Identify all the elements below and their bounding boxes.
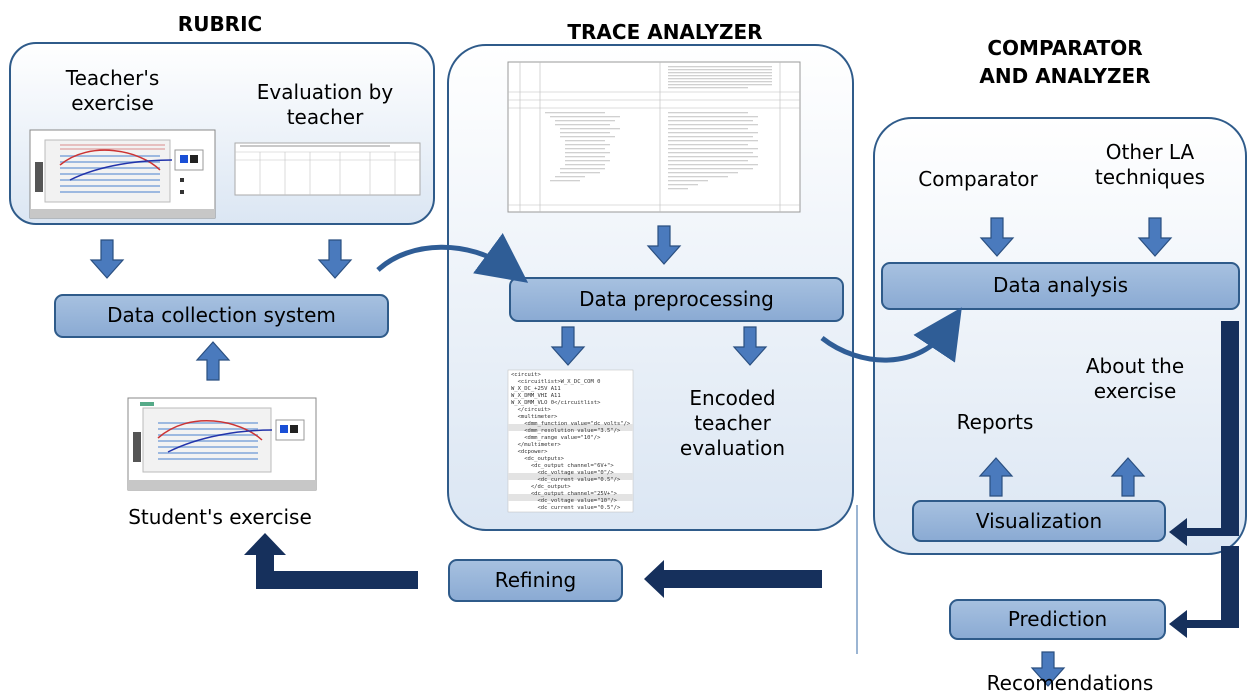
refining-label: Refining	[494, 568, 577, 592]
xml-line: <circuitlist>W_X_DC_COM 0	[511, 379, 601, 385]
data-collection-box	[54, 294, 389, 338]
prediction-label: Prediction	[1007, 607, 1108, 631]
xml-line: W_X_DMM_VLO 0</circuitlist>	[511, 400, 601, 406]
data-collection-label: Data collection system	[107, 303, 336, 327]
xml-line: <dc_current value="0.5"/>	[511, 505, 621, 510]
students-exercise-label: Student's exercise	[128, 505, 312, 529]
about-the-exercise-label: About the exercise	[1085, 354, 1185, 403]
xml-line: <dc_voltage value="0"/>	[511, 470, 614, 476]
xml-line: <dc_output channel="25V+">	[511, 491, 617, 497]
arrow-other-la-down	[1137, 217, 1173, 257]
arrow-to-refining	[644, 560, 822, 598]
arrow-about-up	[1110, 457, 1146, 497]
refining-box	[448, 559, 623, 602]
arrow-analysis-to-visualization	[1169, 321, 1239, 546]
xml-line: </dc_output>	[511, 484, 571, 490]
trace-document-thumbnail	[507, 61, 801, 213]
prediction-box	[949, 599, 1166, 640]
arrow-trace-down	[646, 225, 682, 265]
data-analysis-label: Data analysis	[992, 273, 1129, 297]
xml-line: W_X_DC_+25V A11	[511, 386, 561, 392]
student-exercise-thumbnail	[127, 397, 317, 491]
xml-line: <dcpower>	[511, 449, 548, 455]
teachers-exercise-label: Teacher's exercise	[65, 66, 160, 115]
xml-line: <dc_voltage value="10"/>	[511, 498, 617, 504]
visualization-box	[912, 500, 1166, 542]
reports-label: Reports	[956, 410, 1034, 434]
teacher-exercise-thumbnail	[29, 129, 216, 219]
arrow-prediction-down	[1030, 651, 1066, 687]
data-preprocessing-box	[509, 277, 844, 322]
xml-line: <dmm_range value="10"/>	[511, 435, 601, 441]
arrow-to-prediction	[1169, 546, 1239, 638]
arrow-to-encoded-down	[732, 326, 768, 366]
data-preprocessing-label: Data preprocessing	[579, 287, 774, 311]
data-analysis-box	[881, 262, 1240, 310]
other-la-techniques-label: Other LA techniques	[1094, 140, 1206, 189]
xml-line: </multimeter>	[511, 442, 561, 448]
visualization-label: Visualization	[975, 509, 1103, 533]
trace-analyzer-header: TRACE ANALYZER	[567, 20, 763, 44]
evaluation-by-teacher-label: Evaluation by teacher	[256, 80, 394, 129]
arrow-reports-up	[978, 457, 1014, 497]
curved-arrow-to-analysis	[820, 307, 962, 363]
recommendations-label: Recomendations	[986, 671, 1154, 695]
arrow-to-xml-down	[550, 326, 586, 366]
comparator-header-line2: AND ANALYZER	[979, 64, 1151, 88]
curved-arrow-to-preprocessing	[376, 233, 529, 283]
xml-line: </circuit>	[511, 407, 551, 413]
xml-line: W_X_DMM_VHI A11	[511, 393, 561, 399]
xml-snippet-panel	[507, 369, 634, 513]
xml-line: <dmm_resolution value="3.5"/>	[511, 428, 621, 434]
comparator-label: Comparator	[918, 167, 1038, 191]
xml-line: <dc_output channel="6V+">	[511, 463, 614, 469]
comparator-header-line1: COMPARATOR	[987, 36, 1143, 60]
encoded-teacher-evaluation-label: Encoded teacher evaluation	[679, 386, 786, 460]
xml-line: <dc_current value="0.5"/>	[511, 477, 621, 483]
xml-line: <circuit>	[511, 372, 541, 378]
evaluation-table-thumbnail	[234, 142, 421, 196]
arrow-comparator-down	[979, 217, 1015, 257]
xml-line: <multimeter>	[511, 414, 558, 420]
arrow-eval-down	[317, 239, 353, 279]
arrow-student-up	[195, 341, 231, 381]
rubric-header: RUBRIC	[177, 12, 263, 36]
arrow-refining-to-student	[244, 533, 418, 589]
xml-line: <dmm_function value="dc volts"/>	[511, 421, 631, 427]
arrow-teacher-down	[89, 239, 125, 279]
xml-line: <dc_outputs>	[511, 456, 564, 462]
